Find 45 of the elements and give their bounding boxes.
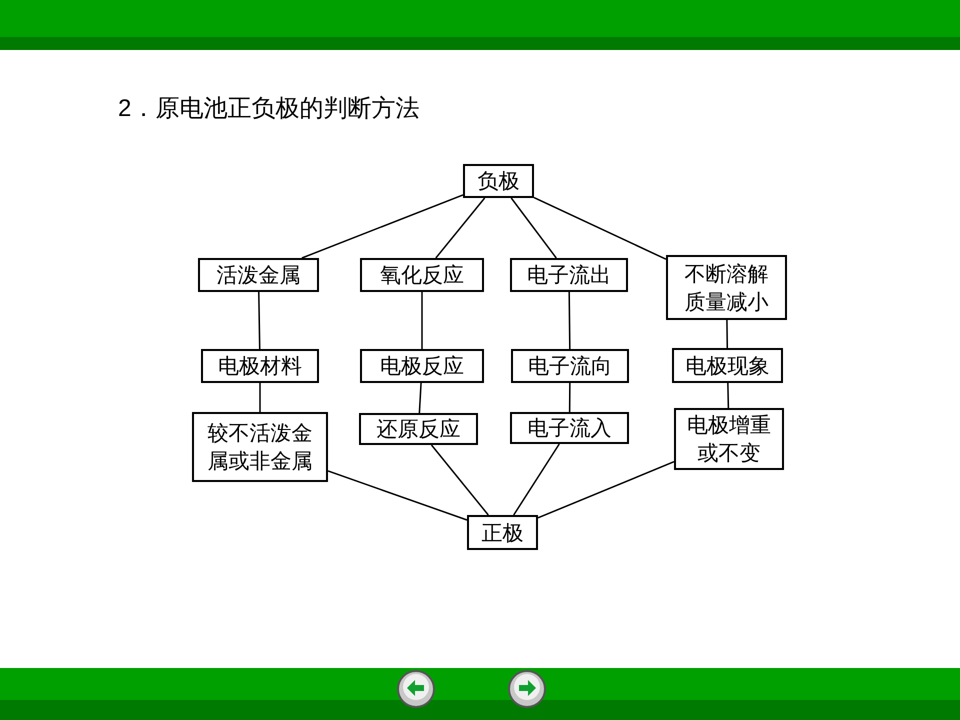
connector-line <box>726 320 728 348</box>
text-box <box>463 164 534 198</box>
box-text: 正极 <box>482 520 524 546</box>
connector-line <box>302 194 464 259</box>
connector-line <box>727 382 730 408</box>
connector-line <box>513 444 560 516</box>
text-box <box>510 258 628 292</box>
text-box <box>510 412 629 444</box>
text-box <box>511 349 629 383</box>
text-box <box>360 258 484 292</box>
text-box <box>674 408 784 470</box>
connector-line <box>328 470 468 521</box>
box-text: 电子流向 <box>528 353 612 380</box>
box-text: 较不活泼金属或非金属 <box>206 420 314 475</box>
connector-line <box>538 461 674 519</box>
text-box <box>201 349 319 383</box>
connector-line <box>510 198 557 258</box>
connector-line <box>534 196 666 260</box>
connector-line <box>258 292 260 350</box>
connector-line <box>435 198 486 258</box>
box-text: 负极 <box>478 168 520 195</box>
box-text: 电子流入 <box>528 415 612 442</box>
connector-line <box>421 292 423 349</box>
text-box <box>198 258 319 292</box>
text-box <box>360 349 484 383</box>
connector-line <box>430 444 489 516</box>
text-box <box>666 255 787 320</box>
box-text: 电极材料 <box>218 353 302 380</box>
box-text: 活泼金属 <box>216 262 300 289</box>
text-box <box>672 348 783 383</box>
box-text: 不断溶解质量减小 <box>684 260 770 316</box>
box-text: 氧化反应 <box>380 262 464 289</box>
connector-line <box>418 382 422 414</box>
box-text: 还原反应 <box>376 416 460 443</box>
title: 2．原电池正负极的判断方法 <box>118 94 420 124</box>
text-box <box>467 515 538 550</box>
connector-line <box>568 292 571 350</box>
text-box <box>359 413 478 445</box>
box-text: 电子流出 <box>527 262 611 289</box>
text-box <box>192 412 328 482</box>
connector-line <box>568 383 571 412</box>
connector-line <box>259 383 261 412</box>
box-text: 电极增重或不变 <box>686 412 772 467</box>
box-text: 电极现象 <box>686 352 770 380</box>
box-text: 电极反应 <box>380 353 464 380</box>
